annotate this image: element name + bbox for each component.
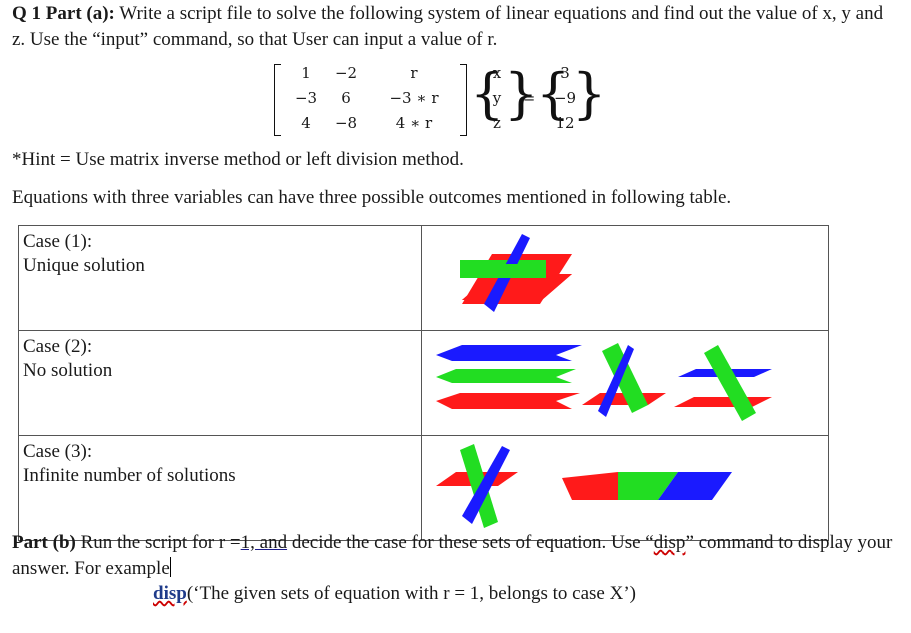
matrix-a22: 6 [341, 89, 351, 107]
no-solution-planes-image [436, 343, 772, 421]
vector-z: z [493, 114, 501, 132]
table-row: Case (2): No solution [18, 330, 829, 436]
case-2-cell: Case (2): No solution [18, 330, 422, 436]
example-line: disp(‘The given sets of equation with r … [153, 581, 636, 607]
vector-x-left-brace: { [470, 62, 505, 125]
part-b-underlined: 1, and [240, 532, 288, 553]
case-2-title: Case (2): [23, 336, 93, 357]
question-text: Q 1 Part (a): Write a script file to sol… [12, 1, 892, 53]
vector-b2: −9 [553, 89, 577, 107]
case-3-title: Case (3): [23, 441, 93, 462]
case-1-desc: Unique solution [23, 255, 145, 276]
matrix-right-bracket [460, 64, 467, 136]
matrix-a13: r [410, 64, 418, 82]
unique-solution-planes-image [460, 234, 572, 312]
vector-y: y [492, 89, 502, 107]
vector-x: x [492, 64, 502, 82]
vector-b-right-brace: } [572, 62, 607, 125]
question-body: Write a script file to solve the followi… [12, 3, 884, 50]
part-b-text: Part (b) Run the script for r =1, and de… [12, 530, 902, 582]
part-b-text-1: Run the script for r = [75, 532, 241, 553]
vector-b3: 12 [555, 114, 575, 132]
case-2-desc: No solution [23, 360, 113, 381]
matrix-a11: 1 [301, 64, 311, 82]
case-3-figure [421, 435, 829, 541]
hint-text: *Hint = Use matrix inverse method or lef… [12, 149, 464, 170]
table-row: Case (1): Unique solution [18, 225, 829, 331]
matrix-equation: 1 −2 r −3 6 −3 ∗ r 4 −8 4 ∗ r { x y z } … [274, 62, 606, 138]
matrix-a33: 4 ∗ r [395, 114, 433, 132]
part-b-label: Part (b) [12, 532, 76, 553]
infinite-solutions-planes-image [436, 444, 732, 528]
matrix-a21: −3 [294, 89, 318, 107]
example-disp-keyword: disp [153, 583, 187, 604]
matrix-left-bracket [274, 64, 281, 136]
part-b-disp-word: disp [653, 532, 686, 553]
matrix-a31: 4 [301, 114, 311, 132]
case-1-figure [421, 225, 829, 331]
cases-table: Case (1): Unique solution Case (2): No s… [18, 225, 829, 541]
case-3-desc: Infinite number of solutions [23, 465, 236, 486]
question-label: Q 1 Part (a): [12, 3, 115, 24]
case-1-title: Case (1): [23, 231, 93, 252]
matrix-a12: −2 [334, 64, 358, 82]
intro-text: Equations with three variables can have … [12, 187, 732, 208]
example-rest: (‘The given sets of equation with r = 1,… [186, 583, 636, 604]
case-2-figure [421, 330, 829, 436]
part-b-text-2: decide the case for these sets of equati… [287, 532, 654, 553]
table-row: Case (3): Infinite number of solutions [18, 435, 829, 541]
part-b-text-3: ” command to display your answer. For ex… [12, 532, 893, 579]
vector-b-left-brace: { [536, 62, 571, 125]
case-3-cell: Case (3): Infinite number of solutions [18, 435, 422, 541]
equals-sign: = [522, 89, 536, 107]
case-1-cell: Case (1): Unique solution [18, 225, 422, 331]
text-cursor [169, 557, 171, 577]
matrix-a23: −3 ∗ r [389, 89, 439, 107]
matrix-a32: −8 [334, 114, 358, 132]
vector-x-right-brace: } [504, 62, 539, 125]
vector-b1: 3 [560, 64, 570, 82]
